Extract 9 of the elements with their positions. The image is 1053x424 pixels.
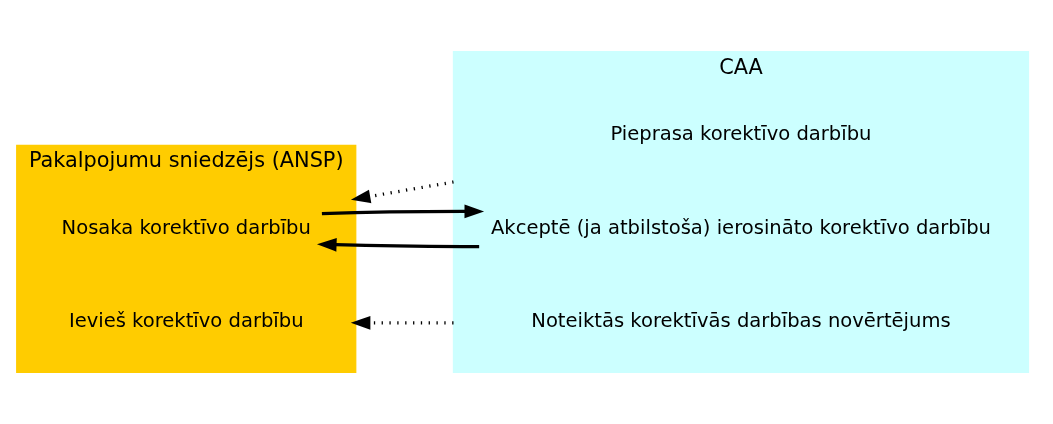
node-text: Nosaka korektīvo darbību [61, 215, 311, 239]
arrow [316, 237, 480, 252]
arrow [350, 180, 454, 204]
arrow [350, 315, 454, 330]
node-text: Noteiktās korektīvās darbības novērtējums [531, 309, 951, 333]
node-text: Akceptē (ja atbilstoša) ierosināto korektīvo darbību [490, 215, 991, 239]
node-text: Pieprasa korektīvo darbību [610, 121, 872, 145]
arrow [321, 204, 485, 219]
node-text: Ievieš korektīvo darbību [68, 309, 304, 333]
